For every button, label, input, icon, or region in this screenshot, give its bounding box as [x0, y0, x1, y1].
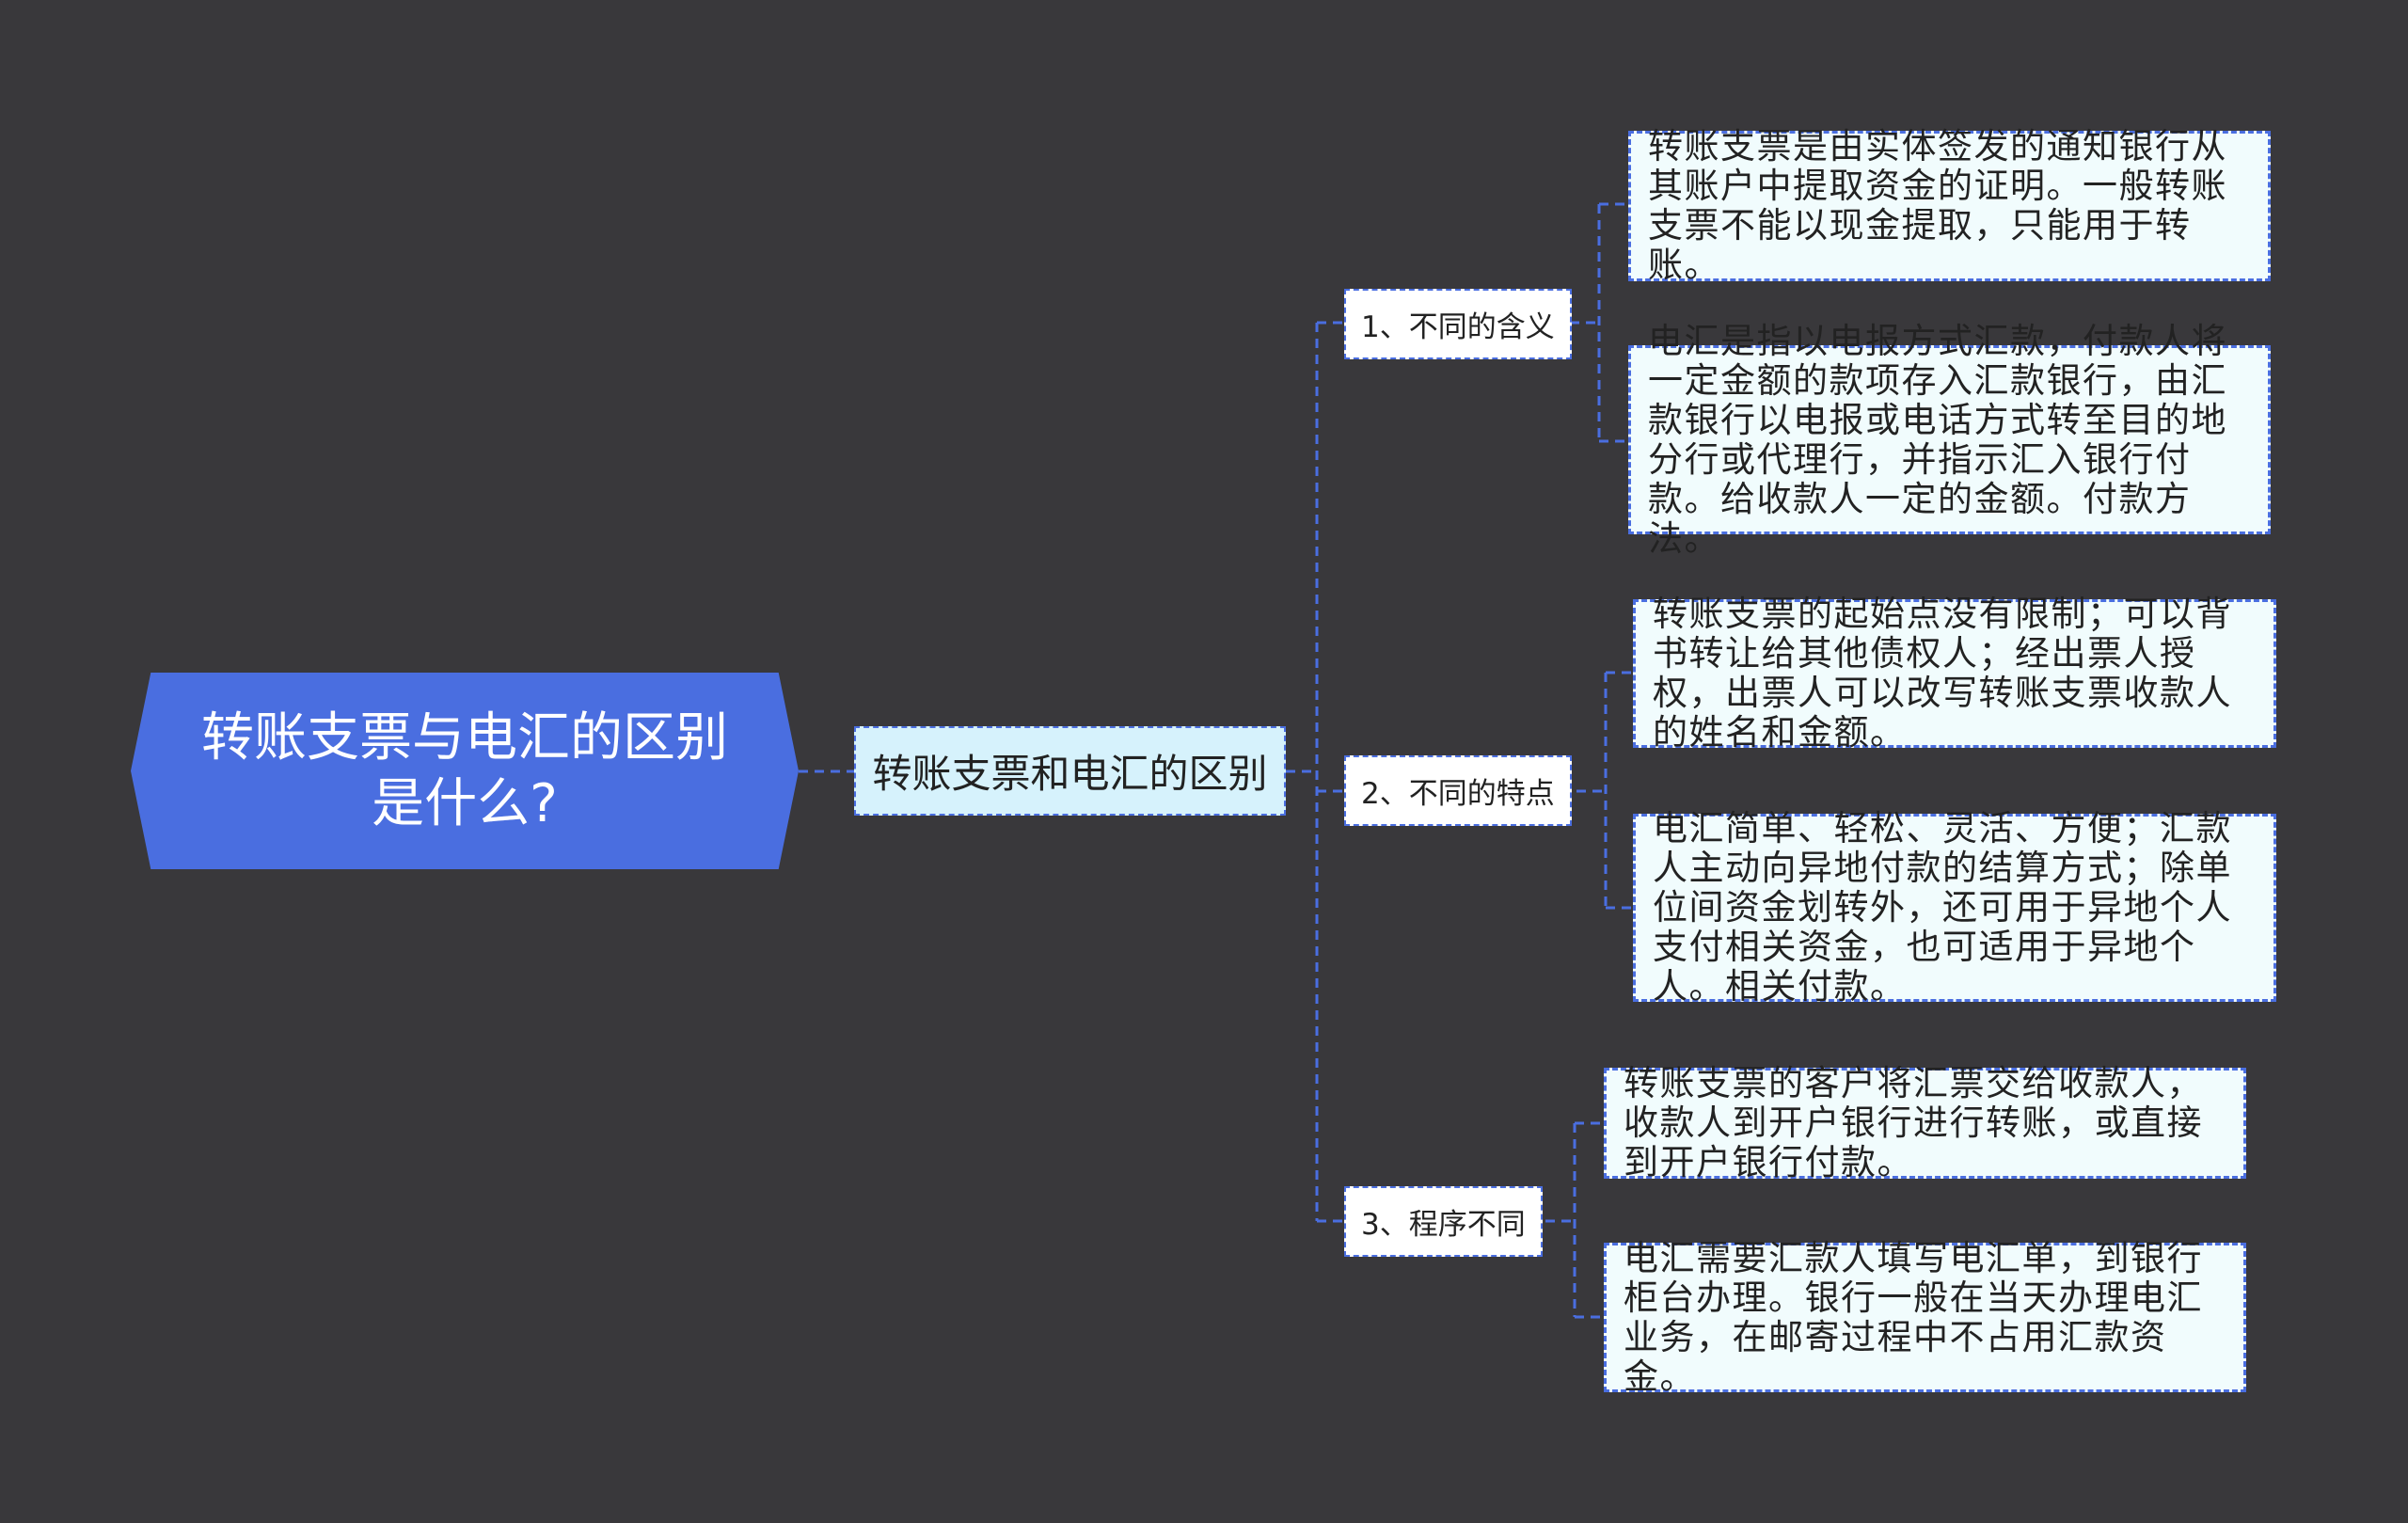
branch-features[interactable]: 2、不同的特点: [1344, 755, 1572, 826]
branch-procedure[interactable]: 3、程序不同: [1344, 1186, 1543, 1257]
leaf-text: 转账支票是由实体签发的通知银行从其账户中提取资金的证明。一般转账支票不能以现金提…: [1648, 126, 2227, 285]
main-topic[interactable]: 转账支票和电汇的区别: [854, 726, 1286, 816]
leaf-node[interactable]: 转账支票是由实体签发的通知银行从其账户中提取资金的证明。一般转账支票不能以现金提…: [1628, 127, 2271, 285]
leaf-node[interactable]: 电汇需要汇款人填写电汇单，到银行柜台办理。银行一般在当天办理电汇业务，在邮寄过程…: [1604, 1238, 2246, 1396]
leaf-text: 转账支票的客户将汇票交给收款人，收款人到开户银行进行转账，或直接到开户银行付款。: [1624, 1063, 2203, 1182]
leaf-node[interactable]: 转账支票的起始点没有限制；可以背书转让给其他债权人；经出票人授权，出票人可以改写…: [1633, 595, 2276, 753]
branch-label: 1、不同的含义: [1361, 310, 1555, 344]
branch-label: 2、不同的特点: [1361, 777, 1555, 811]
main-topic-text: 转账支票和电汇的区别: [872, 751, 1268, 797]
branch-meaning[interactable]: 1、不同的含义: [1344, 289, 1572, 359]
branch-label: 3、程序不同: [1361, 1208, 1526, 1242]
leaf-node[interactable]: 转账支票的客户将汇票交给收款人，收款人到开户银行进行转账，或直接到开户银行付款。: [1604, 1064, 2246, 1182]
leaf-text: 转账支票的起始点没有限制；可以背书转让给其他债权人；经出票人授权，出票人可以改写…: [1653, 594, 2232, 753]
root-topic-text: 转账支票与电汇的区别是什么?: [201, 706, 728, 834]
leaf-text: 电汇需要汇款人填写电汇单，到银行柜台办理。银行一般在当天办理电汇业务，在邮寄过程…: [1624, 1237, 2203, 1397]
root-topic[interactable]: 转账支票与电汇的区别是什么?: [131, 673, 799, 869]
leaf-text: 电汇是指以电报方式汇款，付款人将一定金额的款项存入汇款银行，由汇款银行以电报或电…: [1648, 320, 2227, 559]
leaf-node[interactable]: 电汇是指以电报方式汇款，付款人将一定金额的款项存入汇款银行，由汇款银行以电报或电…: [1628, 321, 2271, 558]
leaf-text: 电汇简单、轻松、灵活、方便；汇款人主动向异地付款的结算方式；除单位间资金划转外，…: [1653, 808, 2232, 1007]
leaf-node[interactable]: 电汇简单、轻松、灵活、方便；汇款人主动向异地付款的结算方式；除单位间资金划转外，…: [1633, 809, 2276, 1007]
